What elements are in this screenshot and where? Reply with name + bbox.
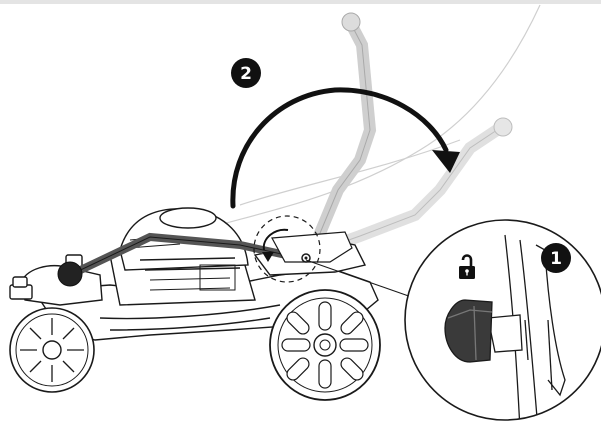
zoom-detail-circle [404,219,601,421]
front-wheel [269,289,381,401]
top-bar [0,0,601,4]
unlock-icon [459,254,475,279]
step-badge-2: 2 [231,58,261,88]
step-badge-1: 1 [541,243,571,273]
handle-pivot [253,215,421,301]
rotate-arrow-icon [230,87,460,209]
handle-ghost-upper [312,12,377,244]
step-number-1: 1 [550,249,562,269]
handle-ghost-lower [309,117,513,258]
step-number-2: 2 [240,64,252,84]
rear-wheel [9,307,95,393]
handle-lower-bar [57,232,304,287]
